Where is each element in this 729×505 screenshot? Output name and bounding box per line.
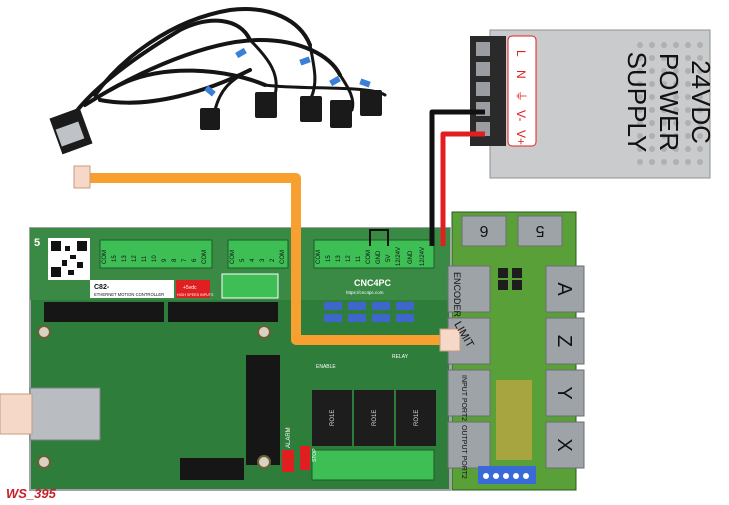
- svg-text:COM: COM: [102, 250, 108, 264]
- top-mid-pin-labels: COM 5 4 3 2 COM: [230, 250, 286, 264]
- limit-switch-harness: [68, 7, 387, 122]
- controller-board: [0, 227, 451, 491]
- svg-text:2: 2: [270, 258, 276, 262]
- power-wires: [429, 109, 485, 246]
- svg-text:COM: COM: [366, 250, 372, 264]
- wire-sleeves: [204, 47, 371, 97]
- psu-title: 24VDC POWER SUPPLY: [622, 52, 716, 153]
- model-subtitle: ETHERNET MOTION CONTROLLER: [94, 292, 164, 297]
- svg-text:Y: Y: [553, 386, 575, 399]
- high-speed-label: +5vdc: [183, 285, 197, 291]
- svg-text:9: 9: [162, 258, 168, 262]
- svg-text:6: 6: [192, 258, 198, 262]
- svg-text:L: L: [514, 50, 528, 57]
- wire-positive: [440, 131, 485, 246]
- cable-end-left: [73, 165, 91, 189]
- brand-url: https://cnc4pc.com: [346, 290, 384, 295]
- svg-text:7: 7: [182, 258, 188, 262]
- port-5-label: 5: [535, 222, 544, 239]
- svg-text:COM: COM: [280, 250, 286, 264]
- relay-labels: RO1E RO1E RO1E: [330, 410, 420, 426]
- svg-text:8: 8: [172, 258, 178, 262]
- high-speed-sub: HIGH SPEED INPUTS: [177, 293, 214, 297]
- svg-text:11: 11: [356, 255, 362, 262]
- jumper-wire: [369, 229, 389, 246]
- svg-text:12: 12: [346, 255, 352, 262]
- svg-text:⏚: ⏚: [514, 90, 528, 102]
- svg-text:10: 10: [152, 255, 158, 262]
- breakout-board: [447, 211, 585, 491]
- top-left-pin-labels: COM 15 13 12 11 10 9 8 7 6 COM: [102, 250, 208, 264]
- stop-label: STOP: [312, 448, 318, 462]
- model-label: C82-: [94, 284, 110, 291]
- svg-text:12/24V: 12/24V: [396, 247, 402, 266]
- svg-text:13: 13: [336, 255, 342, 262]
- svg-text:3: 3: [260, 258, 266, 262]
- psu-terminal-labels: L N ⏚ V- V+: [514, 50, 528, 145]
- svg-text:COM: COM: [230, 250, 236, 264]
- svg-text:V-: V-: [514, 110, 528, 121]
- svg-text:5V: 5V: [386, 255, 392, 262]
- cable-end-right: [439, 328, 461, 352]
- svg-text:A: A: [553, 282, 575, 296]
- orange-ethernet-cable: [88, 173, 458, 345]
- wire-negative: [429, 109, 485, 246]
- svg-text:V+: V+: [514, 130, 528, 145]
- svg-text:RO1E: RO1E: [372, 410, 378, 426]
- svg-text:RO1E: RO1E: [330, 410, 336, 426]
- power-supply: [470, 29, 711, 179]
- output-port2-label: OUTPUT PORT2: [460, 425, 467, 479]
- axis-port-labels: A Z Y X: [553, 282, 575, 451]
- svg-text:N: N: [514, 70, 528, 79]
- rj45-plug: [49, 107, 93, 155]
- svg-text:12: 12: [132, 255, 138, 262]
- svg-text:15: 15: [326, 255, 332, 262]
- svg-text:Z: Z: [553, 335, 575, 347]
- top-right-pin-labels: COM 15 13 12 11 COM GND 5V 12/24V GND 12…: [316, 247, 426, 266]
- alarm-label: ALARM: [286, 427, 292, 448]
- svg-text:SUPPLY: SUPPLY: [622, 52, 652, 153]
- svg-text:5: 5: [240, 258, 246, 262]
- svg-text:RO1E: RO1E: [414, 410, 420, 426]
- svg-text:GND: GND: [408, 250, 414, 264]
- input-port2-label: INPUT PORT2: [460, 375, 467, 421]
- svg-text:COM: COM: [202, 250, 208, 264]
- board-corner-number: 5: [34, 237, 40, 249]
- svg-text:15: 15: [112, 255, 118, 262]
- svg-text:24VDC: 24VDC: [686, 60, 716, 144]
- svg-text:GND: GND: [376, 250, 382, 264]
- svg-text:POWER: POWER: [654, 53, 684, 151]
- svg-text:COM: COM: [316, 250, 322, 264]
- enable-label: ENABLE: [316, 364, 336, 370]
- svg-text:11: 11: [142, 255, 148, 262]
- micro-switches: [200, 90, 382, 130]
- svg-text:12/24V: 12/24V: [420, 247, 426, 266]
- port-6-label: 6: [479, 222, 488, 239]
- svg-text:X: X: [553, 438, 575, 451]
- svg-text:13: 13: [122, 255, 128, 262]
- relay-small-label: RELAY: [392, 354, 409, 360]
- brand-logo: CNC4PC: [354, 278, 392, 288]
- svg-text:4: 4: [250, 258, 256, 262]
- diagram-caption: WS_395: [6, 486, 56, 501]
- encoder-label: ENCODER: [452, 272, 462, 318]
